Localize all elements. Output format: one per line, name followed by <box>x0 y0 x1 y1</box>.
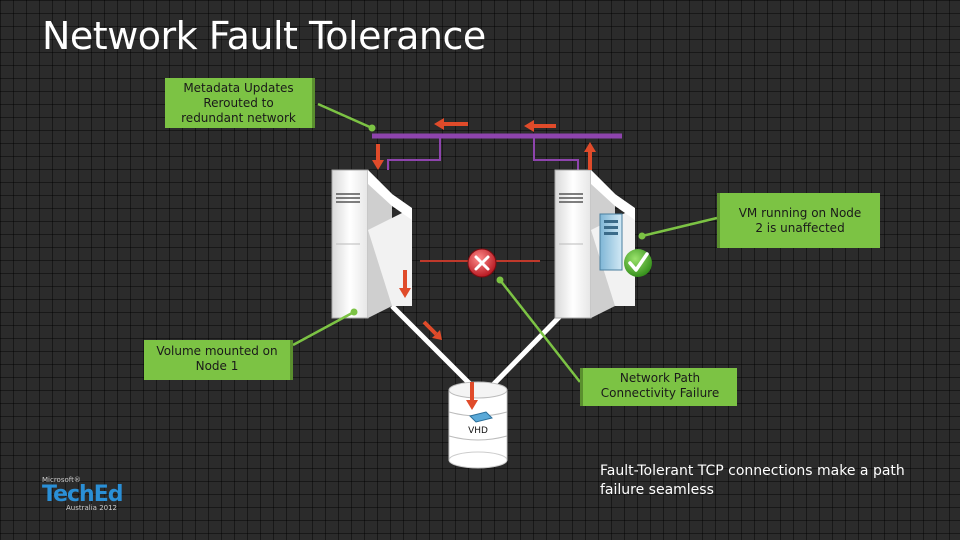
vhd-label: VHD <box>466 426 490 436</box>
callout-volume-mounted: Volume mounted on Node 1 <box>144 340 293 380</box>
callout-line: Volume mounted on <box>156 344 278 358</box>
callout-line: Node 1 <box>195 359 239 373</box>
footer-note: Fault-Tolerant TCP connections make a pa… <box>600 463 905 498</box>
logo-line: TechEd <box>42 482 123 507</box>
callout-network-path-failure: Network Path Connectivity Failure <box>580 368 737 406</box>
server-icon <box>331 169 412 319</box>
callout-metadata-rerouted: Metadata Updates Rerouted to redundant n… <box>165 78 315 128</box>
callout-line: Metadata Updates <box>183 81 294 95</box>
server-icon <box>554 169 635 319</box>
flow-arrows <box>372 118 596 410</box>
slide-title: Network Fault Tolerance <box>42 14 486 58</box>
checkmark-icon <box>624 249 652 277</box>
callout-line: 2 is unaffected <box>755 221 845 235</box>
logo-line: Microsoft® <box>42 476 81 484</box>
storage-network-links <box>390 304 572 394</box>
callout-line: redundant network <box>181 111 296 125</box>
redundant-network <box>372 133 622 170</box>
callout-line: Network Path <box>619 371 701 385</box>
callout-line: Rerouted to <box>203 96 274 110</box>
logo-line: Australia 2012 <box>66 504 118 512</box>
callout-vm-unaffected: VM running on Node 2 is unaffected <box>717 193 880 248</box>
error-x-icon <box>467 248 497 278</box>
disk-icon <box>448 381 508 469</box>
callout-line: Connectivity Failure <box>600 386 720 400</box>
vm-icon <box>599 213 623 271</box>
callout-connectors <box>292 102 718 383</box>
teched-logo: Microsoft® TechEd Australia 2012 <box>42 476 132 516</box>
callout-line: VM running on Node <box>738 206 862 220</box>
